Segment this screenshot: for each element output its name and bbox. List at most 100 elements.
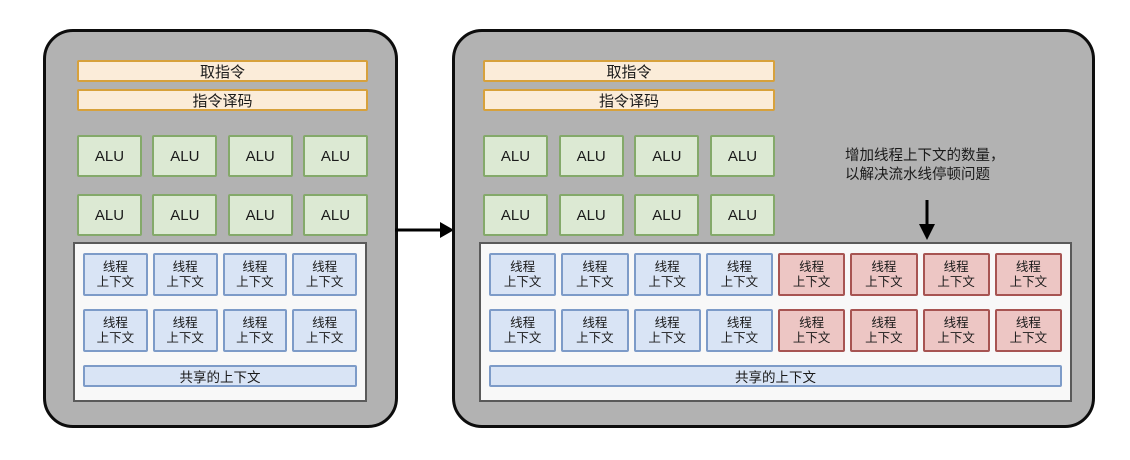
alu-box: ALU [302, 194, 368, 236]
alu-box: ALU [152, 135, 218, 177]
thread-context-box: 线程 上下文 [292, 253, 357, 296]
thread-context-label: 线程 [242, 316, 268, 331]
thread-context-label: 线程 [1015, 260, 1041, 275]
thread-context-label: 上下文 [503, 274, 542, 289]
thread-context-label: 上下文 [648, 330, 686, 345]
thread-context-label: 线程 [172, 316, 198, 331]
thread-context-label: 上下文 [648, 274, 686, 289]
thread-context-label: 线程 [582, 260, 608, 275]
thread-context-box-new: 线程 上下文 [994, 253, 1062, 296]
thread-context-group-added: 线程 上下文 线程 上下文 线程 上下文 线程 [778, 309, 1062, 352]
thread-context-label: 上下文 [503, 330, 542, 345]
thread-context-box-new: 线程 上下文 [922, 253, 990, 296]
thread-context-box: 线程 上下文 [489, 309, 557, 352]
alu-row: ALU ALU ALU ALU [483, 194, 775, 236]
thread-context-label: 上下文 [937, 274, 975, 289]
alu-grid-right: ALU ALU ALU ALU ALU ALU ALU ALU [483, 135, 775, 253]
annotation-line: 增加线程上下文的数量， [845, 148, 1005, 164]
alu-box: ALU [227, 194, 293, 236]
alu-box: ALU [634, 194, 700, 236]
alu-box: ALU [709, 135, 775, 177]
thread-context-label: 上下文 [96, 274, 135, 289]
thread-context-box-new: 线程 上下文 [778, 309, 846, 352]
transition-arrow [395, 222, 454, 238]
thread-context-box-new: 线程 上下文 [850, 253, 918, 296]
thread-context-box: 线程 上下文 [489, 253, 557, 296]
alu-box: ALU [227, 135, 293, 177]
thread-context-label: 线程 [172, 260, 198, 275]
annotation-line: 以解决流水线停顿问题 [845, 167, 990, 183]
thread-context-label: 上下文 [166, 274, 204, 289]
thread-context-label: 线程 [242, 260, 268, 275]
thread-context-label: 上下文 [96, 330, 135, 345]
thread-context-label: 上下文 [236, 330, 274, 345]
thread-context-box: 线程 上下文 [633, 253, 701, 296]
thread-context-label: 线程 [312, 260, 338, 275]
shared-context-bar: 共享的上下文 [83, 365, 357, 387]
thread-context-label: 线程 [871, 260, 897, 275]
thread-context-label: 线程 [726, 316, 752, 331]
thread-context-label: 上下文 [576, 330, 614, 345]
thread-context-box: 线程 上下文 [561, 309, 629, 352]
thread-context-label: 上下文 [305, 330, 344, 345]
thread-context-label: 线程 [799, 316, 825, 331]
thread-context-box-new: 线程 上下文 [994, 309, 1062, 352]
alu-box: ALU [558, 135, 624, 177]
thread-context-box: 线程 上下文 [633, 309, 701, 352]
thread-context-box-new: 线程 上下文 [778, 253, 846, 296]
alu-box: ALU [483, 135, 548, 177]
thread-context-row: 线程 上下文 线程 上下文 线程 上下文 线程 [489, 253, 1062, 296]
thread-context-label: 线程 [726, 260, 752, 275]
thread-context-label: 上下文 [720, 330, 759, 345]
thread-context-box: 线程 上下文 [83, 253, 148, 296]
thread-context-label: 上下文 [576, 274, 614, 289]
alu-box: ALU [634, 135, 700, 177]
thread-context-label: 上下文 [1009, 330, 1048, 345]
thread-context-label: 线程 [871, 316, 897, 331]
thread-context-label: 上下文 [792, 274, 831, 289]
thread-context-box: 线程 上下文 [561, 253, 629, 296]
fetch-bar: 取指令 [77, 60, 368, 82]
thread-context-row: 线程 上下文 线程 上下文 线程 上下文 线程 上下文 [83, 253, 357, 296]
thread-context-label: 线程 [510, 260, 536, 275]
alu-row: ALU ALU ALU ALU [483, 135, 775, 177]
thread-context-box: 线程 上下文 [292, 309, 357, 352]
alu-box: ALU [77, 194, 142, 236]
thread-context-row: 线程 上下文 线程 上下文 线程 上下文 线程 上下文 [83, 309, 357, 352]
fetch-bar: 取指令 [483, 60, 775, 82]
thread-context-box: 线程 上下文 [152, 253, 218, 296]
thread-context-label: 上下文 [236, 274, 274, 289]
thread-context-label: 线程 [654, 316, 680, 331]
thread-context-box: 线程 上下文 [222, 253, 288, 296]
thread-context-label: 线程 [799, 260, 825, 275]
thread-context-label: 上下文 [865, 330, 903, 345]
thread-context-box: 线程 上下文 [83, 309, 148, 352]
alu-box: ALU [483, 194, 548, 236]
thread-context-label: 线程 [510, 316, 536, 331]
thread-context-box: 线程 上下文 [705, 253, 773, 296]
context-panel-right: 线程 上下文 线程 上下文 线程 上下文 线程 [479, 242, 1072, 402]
thread-context-label: 线程 [312, 316, 338, 331]
thread-context-label: 上下文 [1009, 274, 1048, 289]
context-panel-left: 线程 上下文 线程 上下文 线程 上下文 线程 上下文 [73, 242, 367, 402]
alu-row: ALU ALU ALU ALU [77, 194, 368, 236]
thread-context-label: 上下文 [166, 330, 204, 345]
annotation-text: 增加线程上下文的数量， 以解决流水线停顿问题 [845, 147, 1005, 185]
thread-context-label: 线程 [654, 260, 680, 275]
thread-context-label: 线程 [582, 316, 608, 331]
thread-context-label: 线程 [1015, 316, 1041, 331]
thread-context-label: 线程 [102, 260, 128, 275]
thread-context-row: 线程 上下文 线程 上下文 线程 上下文 线程 [489, 309, 1062, 352]
alu-box: ALU [709, 194, 775, 236]
alu-row: ALU ALU ALU ALU [77, 135, 368, 177]
processor-card-left: 取指令 指令译码 ALU ALU ALU ALU ALU ALU ALU ALU [43, 29, 398, 428]
thread-context-box-new: 线程 上下文 [850, 309, 918, 352]
thread-context-group-original: 线程 上下文 线程 上下文 线程 上下文 线程 [489, 309, 773, 352]
thread-context-box: 线程 上下文 [152, 309, 218, 352]
thread-context-label: 线程 [102, 316, 128, 331]
shared-context-bar: 共享的上下文 [489, 365, 1062, 387]
thread-context-group-added: 线程 上下文 线程 上下文 线程 上下文 线程 [778, 253, 1062, 296]
alu-box: ALU [302, 135, 368, 177]
thread-context-label: 上下文 [305, 274, 344, 289]
